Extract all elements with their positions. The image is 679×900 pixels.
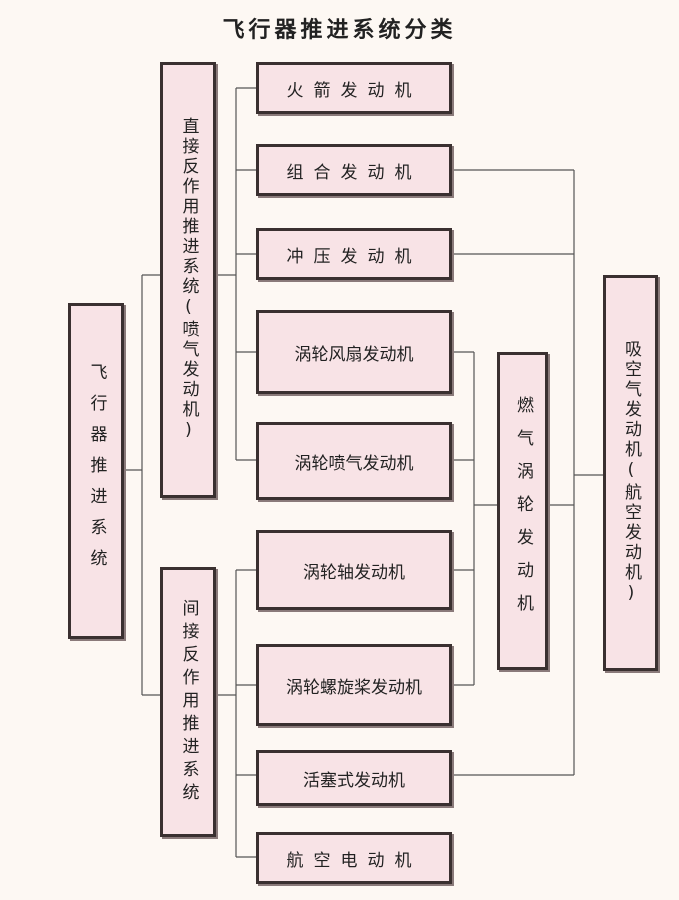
engine-node-piston: 活塞式发动机 [256, 750, 452, 806]
direct-reaction-node: 直接反作用推进系统(喷气发动机) [160, 62, 216, 498]
engine-node-turboshaft: 涡轮轴发动机 [256, 530, 452, 610]
diagram-title: 飞行器推进系统分类 [222, 18, 457, 43]
engine-node-turboprop: 涡轮螺旋桨发动机 [256, 644, 452, 726]
root-node-aircraft-propulsion: 飞行器推进系统 [68, 303, 124, 639]
gas-turbine-node: 燃气涡轮发动机 [497, 352, 548, 670]
engine-node-ramjet: 冲压发动机 [256, 228, 452, 280]
engine-node-rocket: 火箭发动机 [256, 62, 452, 114]
engine-node-turbojet: 涡轮喷气发动机 [256, 422, 452, 500]
air-breathing-node: 吸空气发动机(航空发动机) [603, 275, 658, 671]
indirect-reaction-node: 间接反作用推进系统 [160, 567, 216, 837]
engine-node-electric: 航空电动机 [256, 832, 452, 884]
engine-node-combined: 组合发动机 [256, 144, 452, 196]
engine-node-turbofan: 涡轮风扇发动机 [256, 310, 452, 394]
